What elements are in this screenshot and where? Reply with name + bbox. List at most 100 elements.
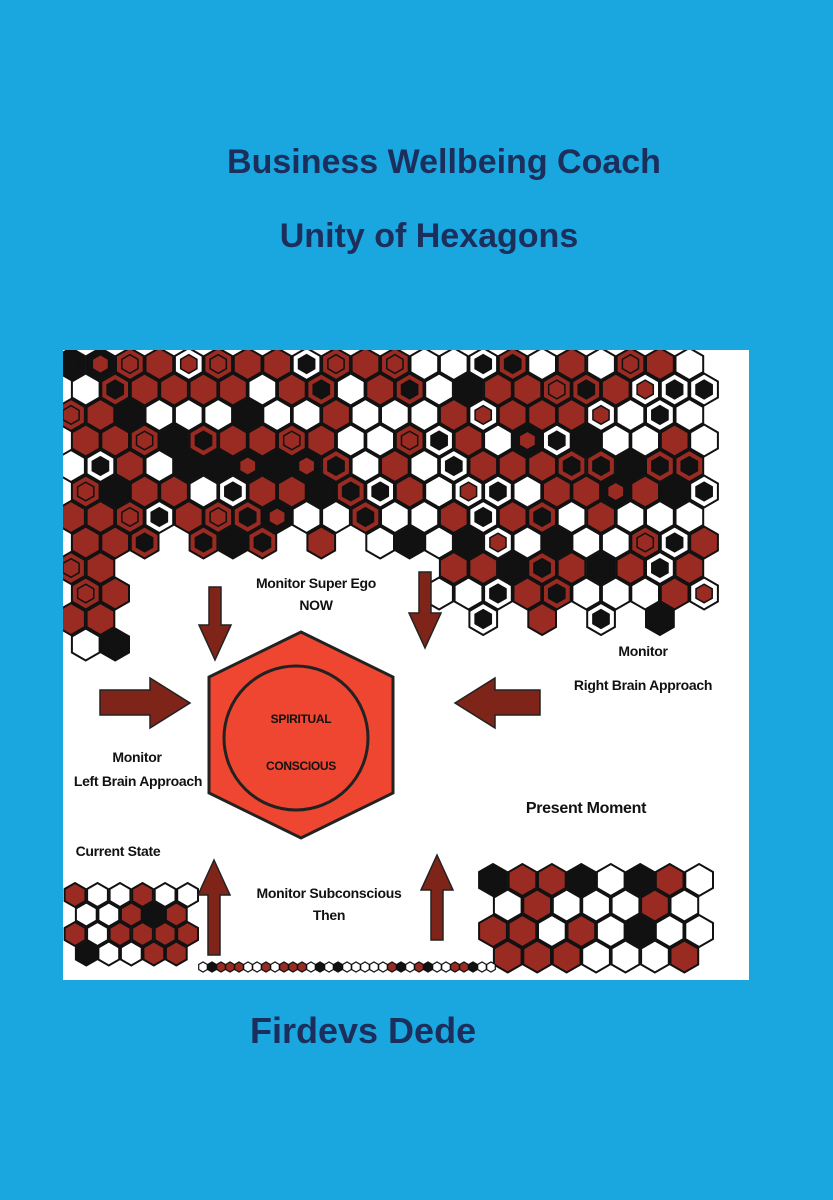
pattern-hexagon	[350, 397, 381, 433]
pattern-hexagon	[121, 506, 139, 528]
pattern-hexagon	[327, 455, 345, 477]
pattern-hexagon	[566, 913, 597, 949]
right-monitor-label: Monitor	[618, 643, 668, 659]
pattern-hexagon	[512, 474, 543, 509]
center-label-top: SPIRITUAL	[270, 712, 332, 726]
pattern-hexagon	[621, 353, 640, 375]
pattern-hexagon	[577, 379, 596, 400]
pattern-hexagon	[581, 939, 611, 974]
pattern-hexagon	[144, 397, 175, 433]
pattern-hexagon	[592, 557, 610, 579]
pattern-hexagon	[121, 353, 139, 375]
pattern-hexagon	[262, 397, 292, 433]
pattern-hexagon	[689, 423, 719, 458]
pattern-hexagon	[119, 901, 143, 928]
pattern-hexagon	[409, 350, 440, 382]
pattern-hexagon	[483, 423, 513, 458]
pattern-hexagon	[606, 481, 625, 502]
central-circle	[222, 664, 370, 812]
pattern-hexagon	[684, 862, 714, 898]
pattern-hexagon	[268, 455, 286, 477]
pattern-hexagon	[282, 430, 301, 451]
pattern-hexagon	[459, 481, 478, 502]
pattern-hexagon	[188, 372, 219, 407]
pattern-hexagon	[86, 881, 109, 909]
pattern-hexagon	[512, 576, 543, 611]
pattern-hexagon	[335, 372, 366, 407]
pattern-hexagon	[176, 920, 199, 948]
pattern-hexagon	[356, 506, 375, 528]
pattern-hexagon	[131, 881, 154, 909]
pattern-hexagon	[194, 532, 213, 553]
pattern-hexagon	[306, 423, 337, 458]
pattern-hexagon	[106, 379, 125, 400]
pattern-hexagon	[489, 583, 507, 604]
pattern-hexagon	[680, 455, 699, 477]
pattern-hexagon	[453, 576, 484, 611]
pattern-hexagon	[394, 525, 425, 560]
pattern-hexagon	[630, 423, 660, 458]
pattern-hexagon	[400, 379, 419, 400]
pattern-hexagon	[297, 455, 316, 477]
pattern-hexagon	[153, 881, 177, 909]
pattern-hexagon	[63, 353, 80, 375]
pattern-hexagon	[625, 862, 656, 898]
pattern-hexagon	[438, 499, 469, 535]
pattern-hexagon	[173, 397, 204, 433]
arrow-right-left-side	[99, 676, 192, 730]
pattern-hexagon	[571, 525, 602, 560]
pattern-hexagon	[159, 474, 189, 509]
cover-illustration: SPIRITUAL CONSCIOUS Monitor Super Ego NO…	[63, 350, 749, 980]
pattern-hexagon	[669, 888, 700, 923]
pattern-hexagon	[86, 920, 109, 948]
pattern-hexagon	[556, 499, 587, 535]
pattern-hexagon	[350, 448, 381, 484]
pattern-hexagon	[108, 920, 132, 948]
pattern-hexagon	[600, 576, 631, 611]
pattern-hexagon	[636, 379, 655, 400]
pattern-hexagon	[100, 525, 130, 560]
pattern-hexagon	[497, 550, 528, 586]
pattern-hexagon	[321, 499, 351, 535]
pattern-hexagon	[327, 353, 345, 375]
pattern-hexagon	[592, 404, 610, 426]
pattern-hexagon	[76, 481, 95, 502]
pattern-hexagon	[600, 423, 631, 458]
pattern-hexagon	[108, 881, 132, 909]
pattern-hexagon	[380, 397, 410, 433]
pattern-hexagon	[85, 601, 116, 637]
pattern-hexagon	[409, 448, 440, 484]
pattern-hexagon	[615, 550, 646, 586]
pattern-hexagon	[542, 474, 572, 509]
pattern-hexagon	[651, 404, 669, 426]
arrow-down-right	[407, 571, 443, 650]
pattern-hexagon	[409, 397, 440, 433]
pattern-hexagon	[85, 550, 116, 586]
pattern-hexagon	[179, 353, 198, 375]
pattern-hexagon	[492, 939, 523, 974]
pattern-hexagon	[497, 448, 528, 484]
pattern-hexagon	[70, 423, 101, 458]
pattern-hexagon	[218, 372, 248, 407]
pattern-hexagon	[424, 372, 454, 407]
pattern-hexagon	[522, 888, 552, 923]
pattern-hexagon	[63, 557, 80, 579]
pattern-hexagon	[527, 448, 557, 484]
pattern-hexagon	[135, 532, 154, 553]
pattern-hexagon	[600, 372, 631, 407]
pattern-hexagon	[695, 379, 713, 400]
pattern-hexagon	[100, 576, 130, 611]
pattern-hexagon	[238, 506, 257, 528]
pattern-hexagon	[665, 481, 684, 502]
pattern-hexagon	[674, 550, 705, 586]
pattern-hexagon	[115, 448, 145, 484]
pattern-hexagon	[483, 372, 513, 407]
pattern-hexagon	[209, 506, 228, 528]
pattern-hexagon	[615, 499, 646, 535]
pattern-hexagon	[507, 913, 538, 949]
pattern-hexagon	[100, 474, 130, 509]
pattern-hexagon	[365, 525, 395, 560]
pattern-hexagon	[581, 888, 611, 923]
pattern-hexagon	[695, 481, 713, 502]
pattern-hexagon	[365, 372, 395, 407]
